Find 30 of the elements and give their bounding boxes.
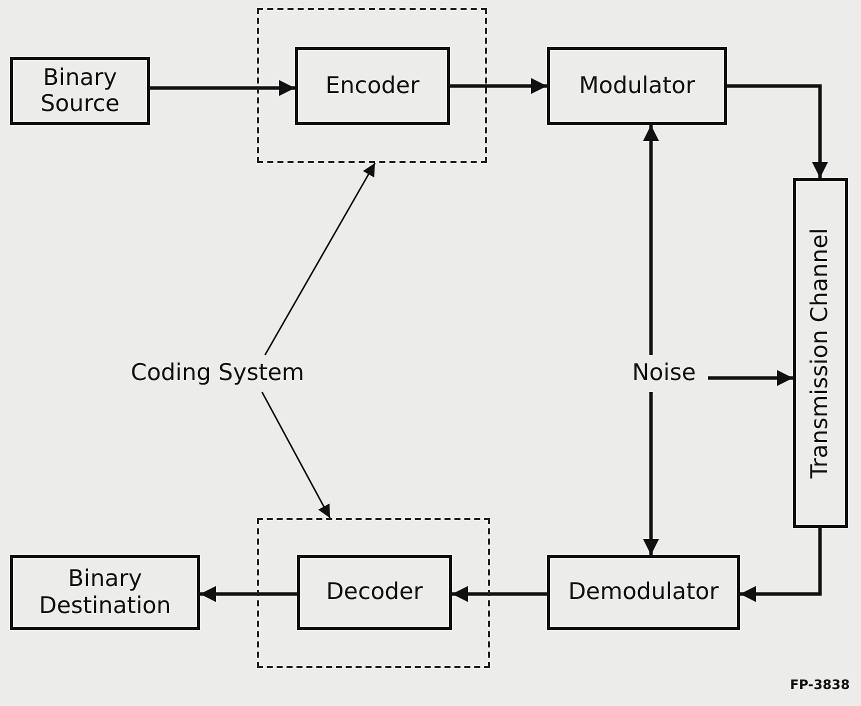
- arrow: [727, 84, 828, 178]
- box-label: Binary Source: [40, 64, 120, 118]
- coding-system-label: Coding System: [130, 360, 304, 387]
- box-label: Decoder: [326, 579, 423, 606]
- arrow: [740, 528, 822, 602]
- arrow: [264, 162, 376, 356]
- arrow: [150, 80, 295, 96]
- process-box: [10, 57, 150, 125]
- arrow: [708, 370, 793, 386]
- process-box: [547, 47, 727, 125]
- arrow: [450, 78, 547, 94]
- arrow: [452, 586, 547, 602]
- process-box: [547, 555, 740, 630]
- dashed-group-box: [257, 518, 490, 668]
- box-label: Modulator: [578, 72, 696, 100]
- noise-label: Noise: [632, 360, 696, 387]
- arrow: [643, 125, 659, 355]
- channel-box: [793, 178, 848, 528]
- arrow: [261, 392, 331, 518]
- box-label: Encoder: [325, 72, 420, 100]
- process-box: [295, 47, 450, 125]
- box-label: Transmission Channel: [807, 228, 834, 478]
- box-label: Binary Destination: [38, 566, 172, 619]
- box-label: Demodulator: [568, 579, 719, 606]
- arrow: [643, 392, 659, 555]
- process-box: [297, 555, 452, 630]
- arrow: [200, 586, 297, 602]
- figure-number: FP-3838: [790, 678, 850, 693]
- dashed-group-box: [257, 8, 487, 163]
- process-box: [10, 555, 200, 630]
